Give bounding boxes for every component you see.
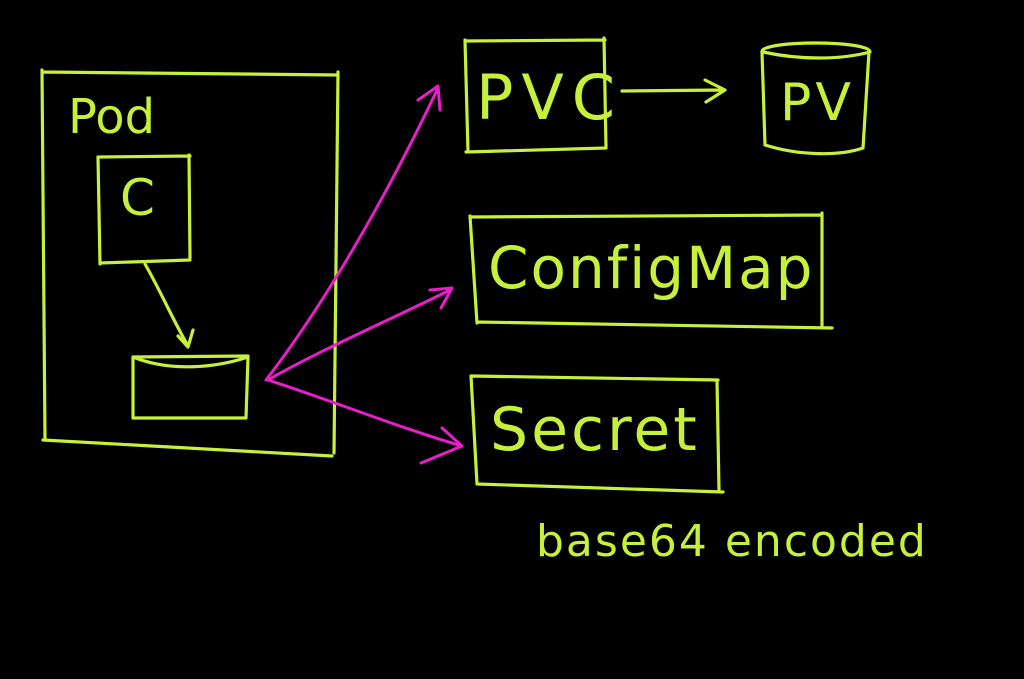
container-box [96, 153, 192, 266]
pvc-node: PVC [463, 36, 623, 154]
pv-label: PV [780, 73, 855, 133]
pod-node: Pod [40, 68, 340, 458]
container-to-volume-arrow [143, 262, 195, 349]
pv-shape [760, 41, 872, 156]
volume-connections [264, 84, 464, 465]
pvc-to-pv-arrow [620, 78, 727, 104]
pod-label: Pod [68, 89, 155, 145]
secret-note: base64 encoded [536, 516, 928, 567]
secret-box [469, 374, 725, 494]
volume-shape [131, 354, 250, 420]
container-node: C [96, 153, 192, 266]
pvc-label: PVC [476, 61, 623, 134]
configmap-box [468, 211, 834, 330]
container-label: C [120, 169, 155, 227]
configmap-label: ConfigMap [488, 234, 815, 302]
secret-label: Secret [490, 395, 700, 465]
volume-to-secret-arrow [266, 378, 464, 465]
configmap-node: ConfigMap [468, 211, 834, 330]
volume-to-pvc-arrow [264, 84, 442, 382]
volume-node [131, 354, 250, 420]
volume-to-configmap-arrow [266, 286, 454, 382]
pvc-box [463, 36, 608, 154]
pv-node: PV [760, 41, 872, 156]
pod-box [40, 68, 340, 458]
secret-node: Secret [469, 374, 725, 494]
